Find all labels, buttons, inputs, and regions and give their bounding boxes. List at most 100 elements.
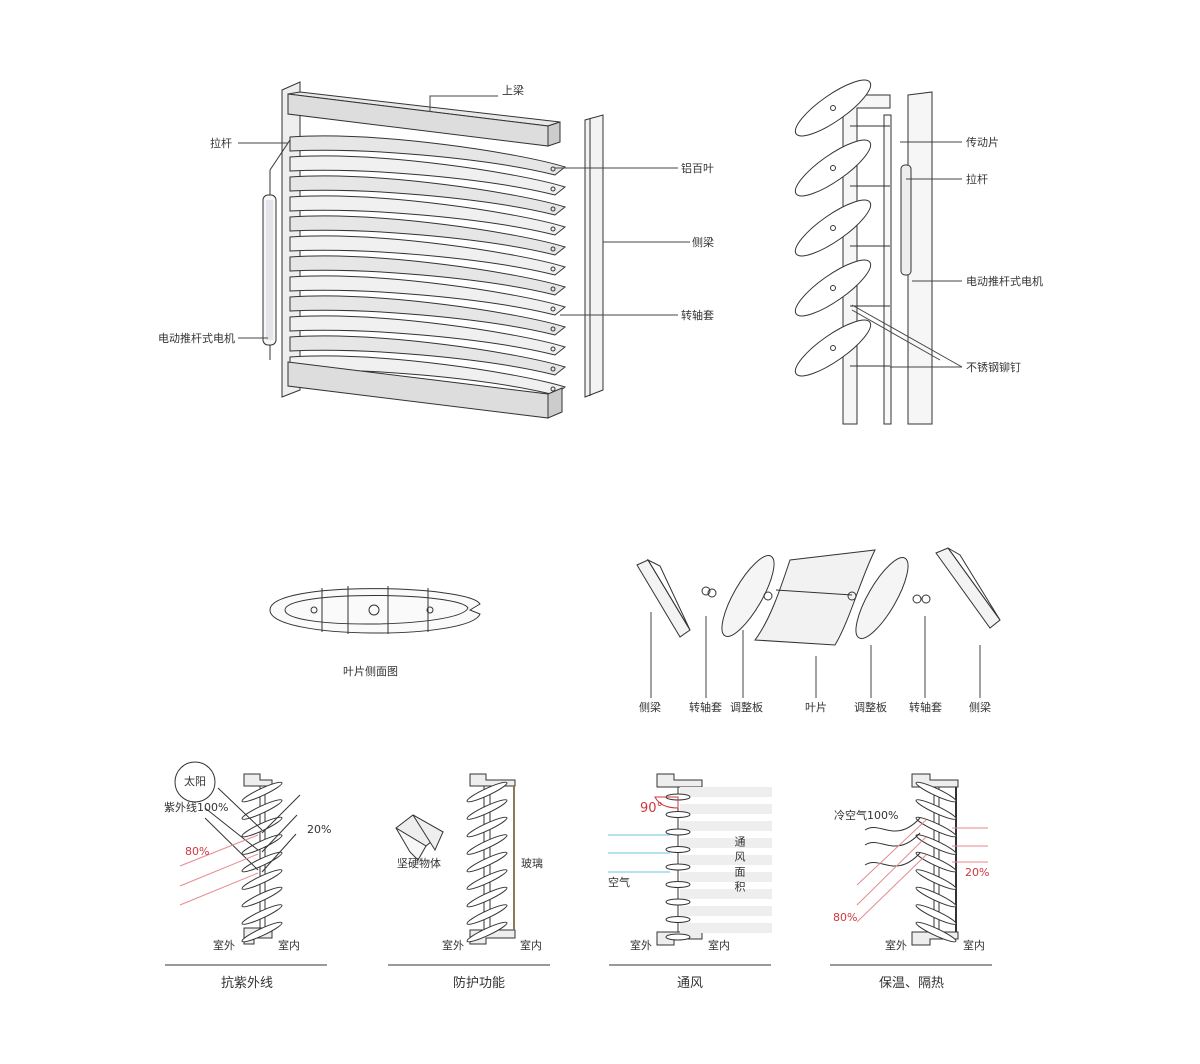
louver-blade xyxy=(241,886,283,908)
louver-blade xyxy=(915,799,957,820)
rivet xyxy=(830,105,836,111)
vent-area-band xyxy=(680,787,772,797)
label-exploded-adjust-plate: 调整板 xyxy=(730,701,763,714)
pivot-sleeve xyxy=(550,206,556,212)
label-outside: 室外 xyxy=(213,939,235,952)
label-cold-air: 冷空气100% xyxy=(834,809,899,822)
louver-blade xyxy=(915,834,957,855)
louver-blade-section xyxy=(794,319,872,377)
louver-blade xyxy=(241,851,283,873)
blade-profile-drawing xyxy=(269,586,481,634)
label-vent-area: 通风面积 xyxy=(733,836,746,896)
caption-ventilation: 通风 xyxy=(677,976,704,991)
louver-blade xyxy=(241,799,283,820)
pivot-sleeve xyxy=(550,266,556,272)
label-outside: 室外 xyxy=(442,939,464,952)
louver-blade xyxy=(665,898,691,906)
louver-slat xyxy=(289,295,567,336)
louver-slat xyxy=(289,215,567,256)
label-pull-rod: 拉杆 xyxy=(210,137,232,150)
label-inside: 室内 xyxy=(520,939,542,952)
louver-blade xyxy=(466,816,508,838)
louver-slat xyxy=(289,315,567,356)
label-top-beam: 上梁 xyxy=(502,84,524,97)
bottom-beam xyxy=(287,361,563,419)
louver-blade xyxy=(241,816,283,838)
pivot-sleeve xyxy=(550,166,556,172)
vent-area-band xyxy=(680,838,772,848)
label-pivot-sleeve: 转轴套 xyxy=(681,309,714,322)
caption-anti-uv: 抗紫外线 xyxy=(221,976,274,991)
louver-blade-section xyxy=(794,199,872,257)
vent-area-band xyxy=(680,906,772,916)
pivot-sleeve xyxy=(550,186,556,192)
label-inside: 室内 xyxy=(278,939,300,952)
vent-area-band xyxy=(680,855,772,865)
louver-blade xyxy=(241,869,283,890)
louver-blade xyxy=(915,869,957,890)
pivot-sleeve xyxy=(550,306,556,312)
right-side-beam xyxy=(584,114,604,398)
pivot-sleeve xyxy=(550,366,556,372)
label-blade-profile: 叶片侧面图 xyxy=(343,665,398,678)
label-air: 空气 xyxy=(608,876,630,889)
label-drive-plate: 传动片 xyxy=(966,136,999,149)
louver-blade xyxy=(665,916,691,923)
vent-area-band xyxy=(680,872,772,882)
label-exploded-adjust-plate: 调整板 xyxy=(854,701,887,714)
label-outside: 室外 xyxy=(630,939,652,952)
label-inside: 室内 xyxy=(708,939,730,952)
louver-blade xyxy=(915,781,957,803)
label-uv-reflect: 80% xyxy=(185,845,210,858)
louver-blade-section xyxy=(794,79,872,137)
louver-blade xyxy=(466,904,508,925)
vent-area-band xyxy=(680,923,772,933)
louver-blade xyxy=(915,921,957,943)
louver-slat xyxy=(289,275,567,316)
louver-blade-section xyxy=(794,259,872,317)
louver-blade xyxy=(915,886,957,908)
louver-blade xyxy=(915,851,957,873)
label-inside: 室内 xyxy=(963,939,985,952)
label-exploded-blade: 叶片 xyxy=(805,701,827,714)
pivot-sleeve xyxy=(550,386,556,392)
louver-blade xyxy=(241,781,283,803)
label-sun: 太阳 xyxy=(184,775,206,788)
label-side-pull-rod: 拉杆 xyxy=(966,173,988,186)
louver-slat xyxy=(289,155,567,196)
rivet xyxy=(830,225,836,231)
louver-blade xyxy=(466,834,508,855)
louver-blade xyxy=(466,799,508,820)
louver-blade xyxy=(241,921,283,943)
label-hard-object: 坚硬物体 xyxy=(397,857,441,870)
label-exploded-side-beam: 侧梁 xyxy=(639,701,661,714)
label-exploded-pivot-sleeve: 转轴套 xyxy=(909,701,942,714)
exploded-drawing xyxy=(636,547,1001,698)
louver-slat xyxy=(289,175,567,216)
caption-protection: 防护功能 xyxy=(453,976,506,991)
label-heat-reflect: 80% xyxy=(833,911,858,924)
label-aluminum-louver: 铝百叶 xyxy=(681,162,714,175)
pivot-sleeve xyxy=(550,246,556,252)
rivet xyxy=(830,345,836,351)
louver-blade-section xyxy=(794,139,872,197)
louver-blade xyxy=(466,781,508,803)
pivot-sleeve xyxy=(550,226,556,232)
louver-slat xyxy=(289,195,567,236)
louver-blade xyxy=(665,828,691,836)
pivot-sleeve xyxy=(550,346,556,352)
louver-slat xyxy=(289,335,567,376)
rivet xyxy=(830,285,836,291)
louver-blade xyxy=(665,933,691,941)
vent-area-band xyxy=(680,821,772,831)
label-uv: 紫外线100% xyxy=(164,801,229,814)
top-beam xyxy=(287,91,561,147)
louver-blade xyxy=(665,881,691,888)
label-angle: 90° xyxy=(640,801,664,816)
side-view-drawing xyxy=(794,79,963,425)
label-heat-pass: 20% xyxy=(965,866,990,879)
louver-slat xyxy=(289,135,567,176)
louver-blade xyxy=(466,886,508,908)
pivot-sleeve xyxy=(550,326,556,332)
